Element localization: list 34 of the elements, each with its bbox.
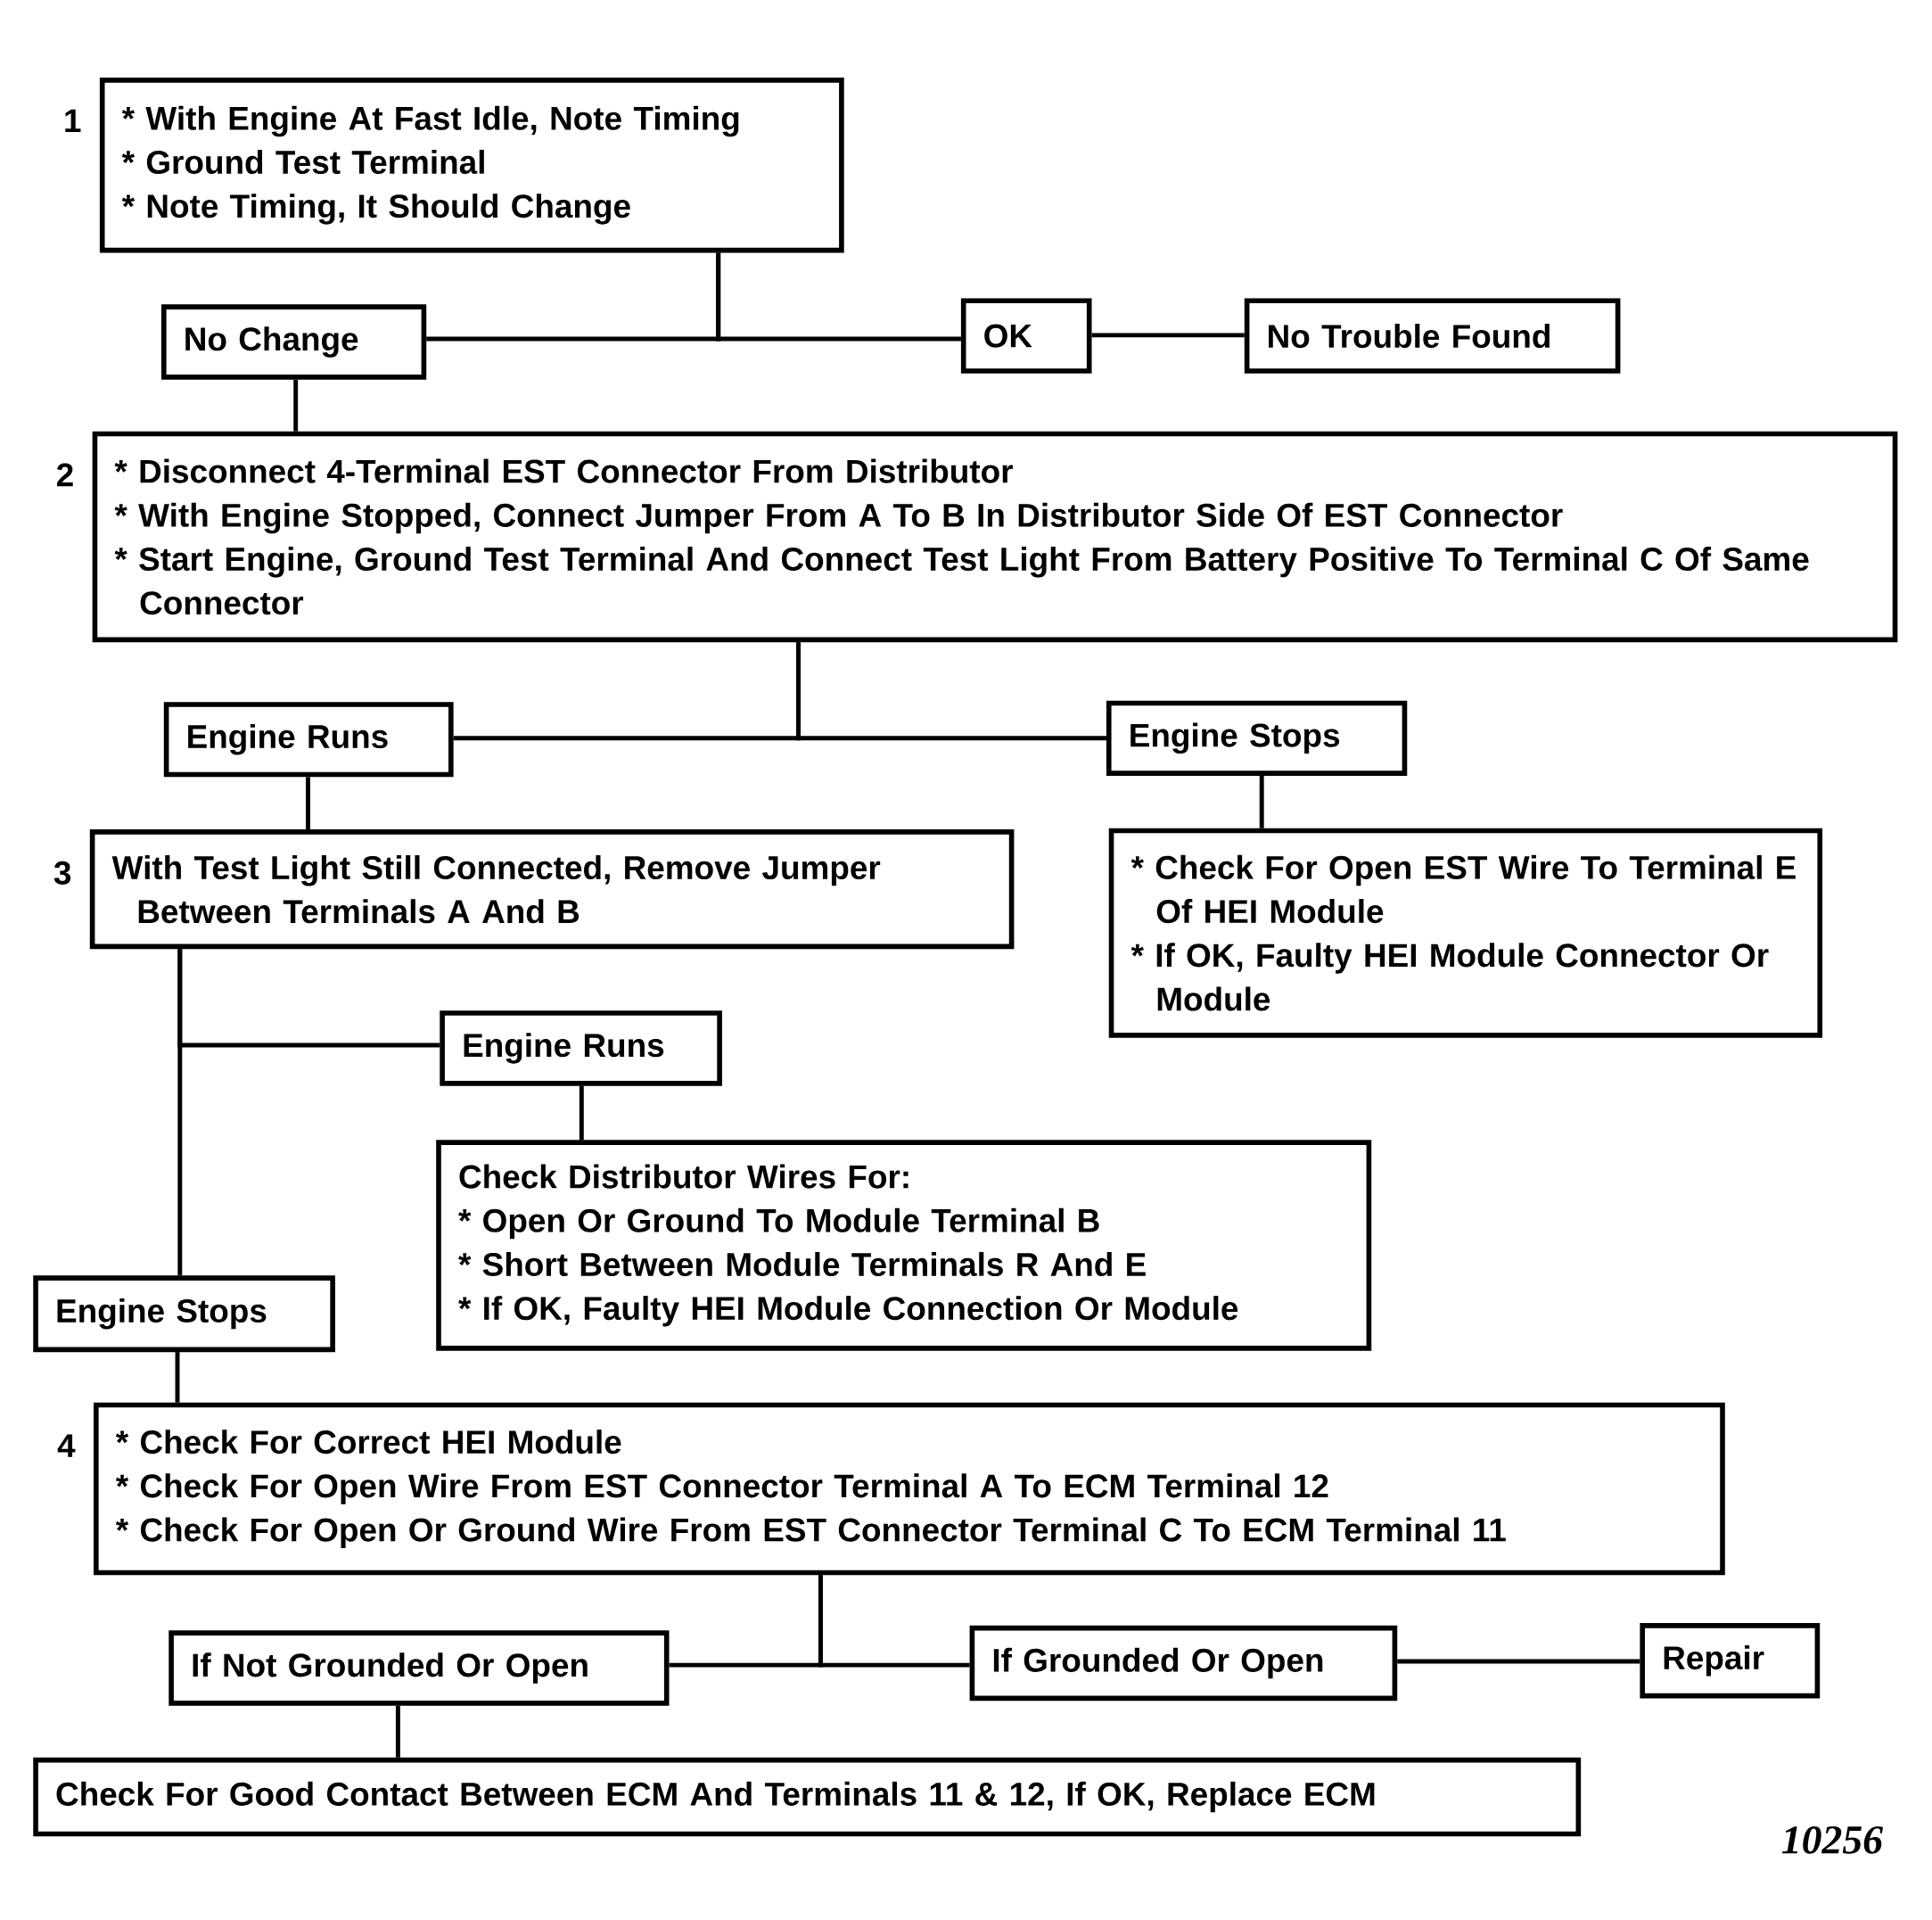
connector-line bbox=[293, 379, 299, 432]
flowchart-box: OK bbox=[960, 298, 1092, 374]
flowchart-box: Check For Good Contact Between ECM And Terminals 11 & 12, If OK, Replace ECM bbox=[33, 1757, 1582, 1837]
connector-line bbox=[716, 252, 961, 342]
step-number: 4 bbox=[57, 1434, 76, 1457]
flowchart-box: Check Distributor Wires For: * Open Or Ground To Module Terminal B * Short Between Module Terminals R And E * If OK, Faulty HEI Module Connection Or Module bbox=[436, 1140, 1372, 1351]
connector-line bbox=[1259, 775, 1264, 828]
connector-line bbox=[818, 1575, 970, 1668]
flowchart-box: Repair bbox=[1640, 1622, 1821, 1699]
flowchart-box: No Trouble Found bbox=[1244, 298, 1621, 374]
flowchart-box: Engine Stops bbox=[33, 1275, 335, 1353]
flowchart-box: * With Engine At Fast Idle, Note Timing * Ground Test Terminal * Note Timing, It Should Change bbox=[99, 77, 844, 253]
flowchart-box: Engine Runs bbox=[440, 1010, 722, 1086]
flowchart-box: No Change bbox=[161, 304, 427, 380]
connector-line bbox=[306, 777, 310, 829]
connector-line bbox=[177, 949, 183, 1276]
flowchart-box: * Disconnect 4-Terminal EST Connector From Distributor * With Engine Stopped, Connect Jumper From A To B In Distributor Side Of EST Connector * Start Engine, Ground Test Terminal And Connect Test Light From Battery Positive To Terminal C Of Same Connector bbox=[92, 431, 1898, 643]
flowchart-box: * Check For Correct HEI Module * Check For Open Wire From EST Connector Terminal A To ECM Terminal 12 * Check For Open Or Ground Wire From EST Connector Terminal C To ECM Terminal 11 bbox=[94, 1402, 1725, 1576]
flowchart-box: If Grounded Or Open bbox=[969, 1625, 1398, 1702]
step-number: 3 bbox=[53, 861, 71, 885]
connector-line bbox=[579, 1085, 584, 1141]
flowchart-box: Engine Stops bbox=[1106, 700, 1408, 776]
connector-line bbox=[395, 1705, 400, 1758]
flowchart-box: Engine Runs bbox=[163, 702, 454, 778]
figure-number: 10256 bbox=[1781, 1825, 1884, 1854]
step-number: 1 bbox=[65, 109, 81, 132]
flowchart-box: If Not Grounded Or Open bbox=[169, 1630, 670, 1706]
flowchart-box: With Test Light Still Connected, Remove Jumper Between Terminals A And B bbox=[89, 828, 1015, 950]
flowchart-box: * Check For Open EST Wire To Terminal E Of HEI Module * If OK, Faulty HEI Module Connector Or Module bbox=[1108, 828, 1823, 1038]
step-number: 2 bbox=[57, 463, 73, 487]
connector-line bbox=[1091, 333, 1245, 338]
connector-line bbox=[1397, 1659, 1640, 1664]
connector-line bbox=[175, 1352, 180, 1403]
connector-line bbox=[796, 642, 1106, 741]
